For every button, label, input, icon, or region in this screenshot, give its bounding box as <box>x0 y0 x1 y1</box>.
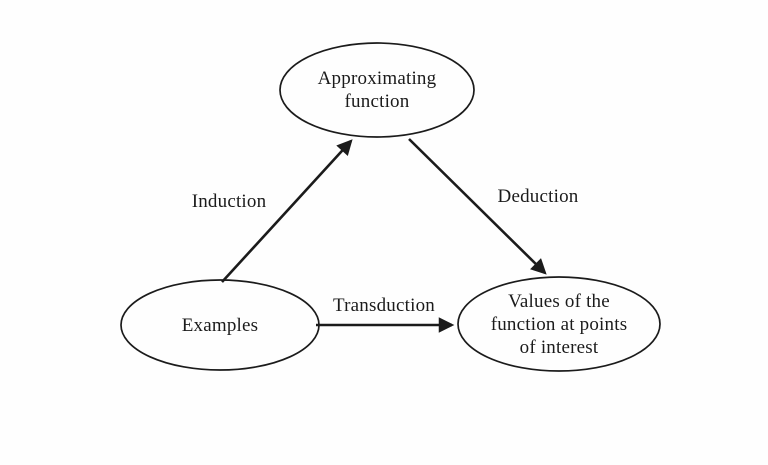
approximating-function-label: Approximating function <box>280 45 474 135</box>
values-label-line1: Values of the <box>508 290 610 312</box>
deduction-arrow <box>408 138 547 275</box>
values-node <box>457 276 661 372</box>
approximating-function-label-line1: Approximating <box>317 68 437 89</box>
deduction-edge-label: Deduction <box>497 186 579 207</box>
induction-edge-label: Induction <box>191 191 267 212</box>
examples-label-line1: Examples <box>181 314 259 336</box>
examples-label: Examples <box>121 281 319 369</box>
approximating-function-node <box>279 42 475 138</box>
transduction-edge-label: Transduction <box>333 295 435 316</box>
induction-arrow <box>221 139 353 283</box>
approximating-function-label-line2: function <box>344 91 410 112</box>
values-label-line3: of interest <box>519 336 599 358</box>
values-label-line2: function at points <box>490 313 628 335</box>
values-label: Values of the function at points of inte… <box>458 278 660 370</box>
